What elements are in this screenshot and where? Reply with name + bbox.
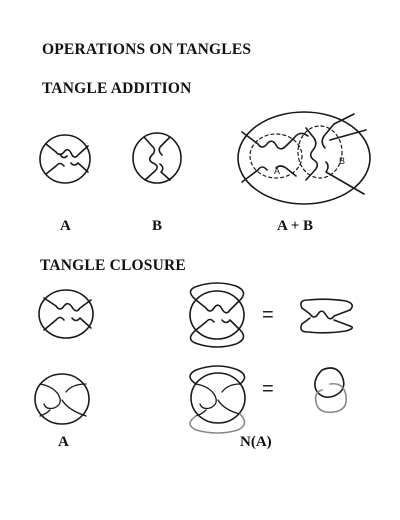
label-a: A	[60, 218, 71, 234]
sum-inner-label-a: A	[274, 166, 280, 176]
closure-result-1-diagram	[300, 298, 354, 334]
section-heading-closure: TANGLE CLOSURE	[40, 257, 186, 274]
label-closure-a: A	[58, 434, 69, 450]
page-title: OPERATIONS ON TANGLES	[42, 41, 252, 58]
equals-sign-2: =	[262, 378, 274, 400]
label-a-plus-b: A + B	[277, 218, 314, 234]
closure-result-2-diagram	[314, 367, 348, 414]
label-n-of-a: N(A)	[240, 434, 272, 450]
tangle-b-diagram	[132, 132, 182, 184]
closure-closed-1-diagram	[189, 282, 245, 348]
section-heading-addition: TANGLE ADDITION	[42, 80, 192, 97]
tangle-sum-diagram: A B	[237, 111, 371, 205]
closure-tangle-1-diagram	[38, 289, 94, 339]
tangle-a-diagram	[39, 134, 91, 184]
closure-closed-2-diagram	[189, 365, 246, 434]
closure-tangle-2-diagram	[34, 373, 90, 425]
label-b: B	[152, 218, 163, 234]
equals-sign-1: =	[262, 304, 274, 326]
sum-inner-label-b: B	[339, 156, 345, 166]
